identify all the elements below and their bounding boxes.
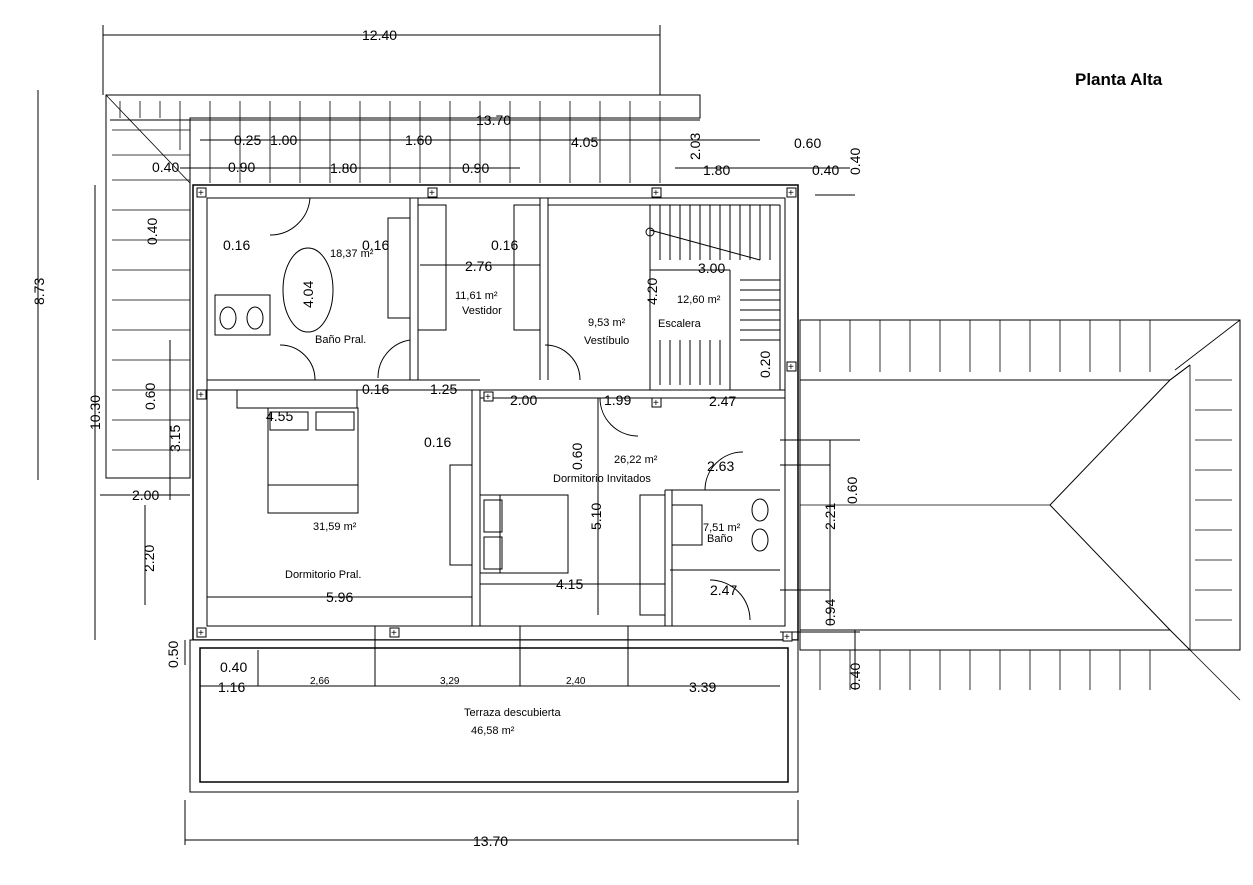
dimension-lines [37, 25, 860, 845]
dim-label: 1.80 [703, 162, 730, 178]
room-name-vestidor: Vestidor [462, 305, 502, 317]
dim-label: 0.50 [165, 641, 181, 668]
svg-text:+: + [198, 188, 204, 199]
dimension-labels: 12.40 13.70 0.25 1.00 1.60 4.05 2.03 0.6… [31, 27, 863, 849]
dim-label: 0.60 [569, 443, 585, 470]
dim-label: 1.80 [330, 160, 357, 176]
dim-label: 2.00 [132, 487, 159, 503]
room-name-vestibulo: Vestíbulo [584, 335, 629, 347]
roof-rafters-main [105, 94, 701, 479]
dim-label: 5.10 [588, 503, 604, 530]
room-area-vestidor: 11,61 m² [455, 290, 498, 302]
dim-label: 0.90 [228, 159, 255, 175]
dim-label: 4.15 [556, 576, 583, 592]
dim-label: 0.40 [152, 159, 179, 175]
dim-label: 13.70 [473, 833, 508, 849]
dim-label: 0.20 [757, 351, 773, 378]
dim-label: 0.40 [847, 148, 863, 175]
room-area-bano: 7,51 m² [703, 522, 741, 534]
dim-label: 0.16 [424, 434, 451, 450]
dim-label: 4.04 [300, 281, 316, 308]
dim-label: 3.39 [689, 679, 716, 695]
plan-title: Planta Alta [1075, 70, 1163, 89]
dim-label: 2.47 [709, 393, 736, 409]
dim-label: 4.05 [571, 134, 598, 150]
dim-label: 0.16 [491, 237, 518, 253]
dim-label: 13.70 [476, 112, 511, 128]
dim-label: 0.16 [362, 381, 389, 397]
dim-label: 0.94 [822, 599, 838, 626]
dim-label: 1.99 [604, 392, 631, 408]
dim-label: 3.15 [167, 425, 183, 452]
room-area-escalera: 12,60 m² [677, 294, 721, 306]
dim-label: 0.40 [847, 663, 863, 690]
dim-label: 0.40 [144, 218, 160, 245]
room-name-terraza: Terraza descubierta [464, 707, 561, 719]
room-area-vestibulo: 9,53 m² [588, 317, 626, 329]
room-name-dormitorio-pral: Dormitorio Pral. [285, 569, 361, 581]
dim-label: 2.00 [510, 392, 537, 408]
room-area-terraza: 46,58 m² [471, 725, 515, 737]
svg-text:+: + [198, 628, 204, 639]
dim-label: 2.21 [822, 503, 838, 530]
dim-label: 1.16 [218, 679, 245, 695]
dim-label: 0.90 [462, 160, 489, 176]
room-name-bano-pral: Baño Pral. [315, 334, 366, 346]
dim-label: 1.60 [405, 132, 432, 148]
column-markers: + + + + + + + + + + + [196, 187, 797, 643]
dim-label: 0.40 [220, 659, 247, 675]
staircase [645, 205, 780, 385]
roof-right-hip [799, 319, 1241, 701]
dim-label: 2.20 [141, 545, 157, 572]
dim-label: 0.60 [142, 383, 158, 410]
dim-label: 0.16 [362, 237, 389, 253]
dim-label: 2.63 [707, 458, 734, 474]
room-name-escalera: Escalera [658, 318, 702, 330]
room-name-bano: Baño [707, 533, 733, 545]
dim-label: 2.47 [710, 582, 737, 598]
room-area-bano-pral: 18,37 m² [330, 248, 374, 260]
room-name-dormitorio-invitados: Dormitorio Invitados [553, 473, 651, 485]
room-area-dormitorio-invitados: 26,22 m² [614, 454, 658, 466]
dim-label: 2,66 [310, 676, 330, 687]
dim-label: 2.03 [687, 133, 703, 160]
svg-text:+: + [429, 188, 435, 199]
dim-label: 4.20 [644, 278, 660, 305]
dim-label: 5.96 [326, 589, 353, 605]
dim-label: 0.40 [812, 162, 839, 178]
svg-text:+: + [788, 188, 794, 199]
dim-label: 0.60 [844, 477, 860, 504]
dim-label: 2.76 [465, 258, 492, 274]
dim-label: 1.25 [430, 381, 457, 397]
exterior-walls [189, 184, 799, 793]
svg-text:+: + [653, 188, 659, 199]
dim-label: 1.00 [270, 132, 297, 148]
furniture [214, 197, 769, 621]
dim-label: 8.73 [31, 278, 47, 305]
svg-text:+: + [653, 398, 659, 409]
svg-text:+: + [788, 362, 794, 373]
svg-text:+: + [198, 390, 204, 401]
room-area-dormitorio-pral: 31,59 m² [313, 521, 357, 533]
dim-label: 4.55 [266, 408, 293, 424]
dim-label: 12.40 [362, 27, 397, 43]
svg-text:+: + [485, 392, 491, 403]
dim-label: 0.25 [234, 132, 261, 148]
dim-label: 0.16 [223, 237, 250, 253]
svg-text:+: + [391, 628, 397, 639]
svg-text:+: + [784, 632, 790, 643]
dim-label: 3,29 [440, 676, 460, 687]
dim-label: 0.60 [794, 135, 821, 151]
dim-label: 10.30 [87, 395, 103, 430]
dim-label: 2,40 [566, 676, 586, 687]
dim-label: 3.00 [698, 260, 725, 276]
